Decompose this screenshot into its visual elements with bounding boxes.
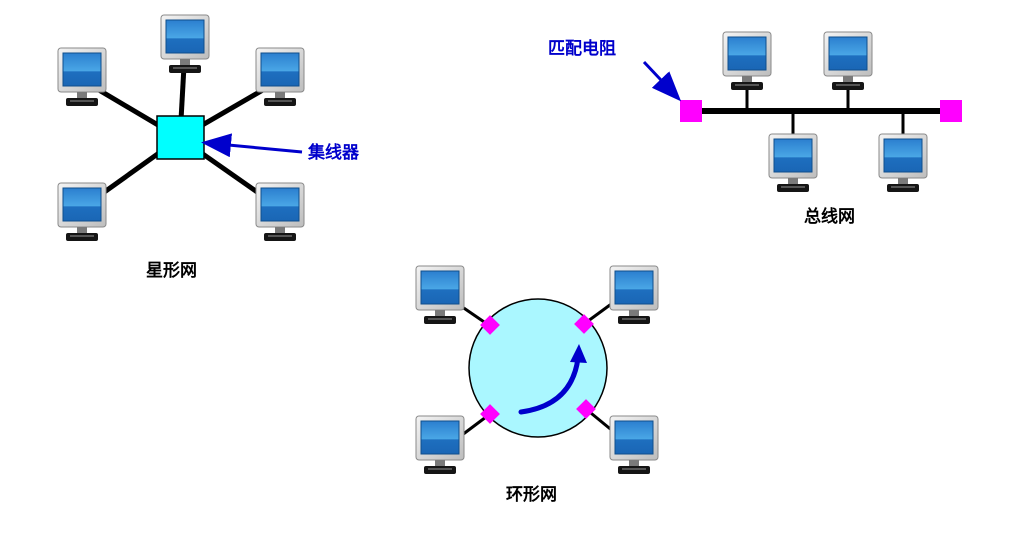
bus-network: 匹配电阻 总线网 bbox=[548, 31, 962, 227]
monitor-icon bbox=[57, 182, 107, 242]
ring-network: 环形网 bbox=[415, 265, 659, 505]
monitor-icon bbox=[160, 14, 210, 74]
ring-direction-arrow bbox=[518, 355, 581, 415]
terminator-left bbox=[680, 100, 702, 122]
monitor-icon bbox=[609, 265, 659, 325]
ring-connector bbox=[574, 314, 594, 334]
ring-connector bbox=[480, 315, 500, 335]
terminator-label: 匹配电阻 bbox=[548, 38, 616, 59]
terminator-pointer-arrow bbox=[642, 60, 682, 102]
ring-caption: 环形网 bbox=[506, 484, 557, 505]
monitor-icon bbox=[255, 47, 305, 107]
hub-label: 集线器 bbox=[307, 142, 360, 163]
star-caption: 星形网 bbox=[146, 260, 197, 281]
star-network: 集线器 星形网 bbox=[57, 14, 360, 281]
monitor-icon bbox=[722, 31, 772, 91]
monitor-icon bbox=[57, 47, 107, 107]
monitor-icon bbox=[415, 265, 465, 325]
monitor-icon bbox=[415, 415, 465, 475]
bus-caption: 总线网 bbox=[804, 206, 855, 227]
monitor-icon bbox=[255, 182, 305, 242]
monitor-icon bbox=[878, 133, 928, 193]
ring-direction-arrowhead bbox=[570, 344, 587, 363]
terminator-right bbox=[940, 100, 962, 122]
monitor-icon bbox=[823, 31, 873, 91]
hub-pointer-arrow bbox=[201, 133, 303, 158]
hub-box bbox=[156, 115, 205, 160]
monitor-icon bbox=[609, 415, 659, 475]
ring-connector bbox=[480, 404, 500, 424]
ring-connector bbox=[576, 399, 596, 419]
monitor-icon bbox=[768, 133, 818, 193]
ring bbox=[468, 298, 608, 438]
